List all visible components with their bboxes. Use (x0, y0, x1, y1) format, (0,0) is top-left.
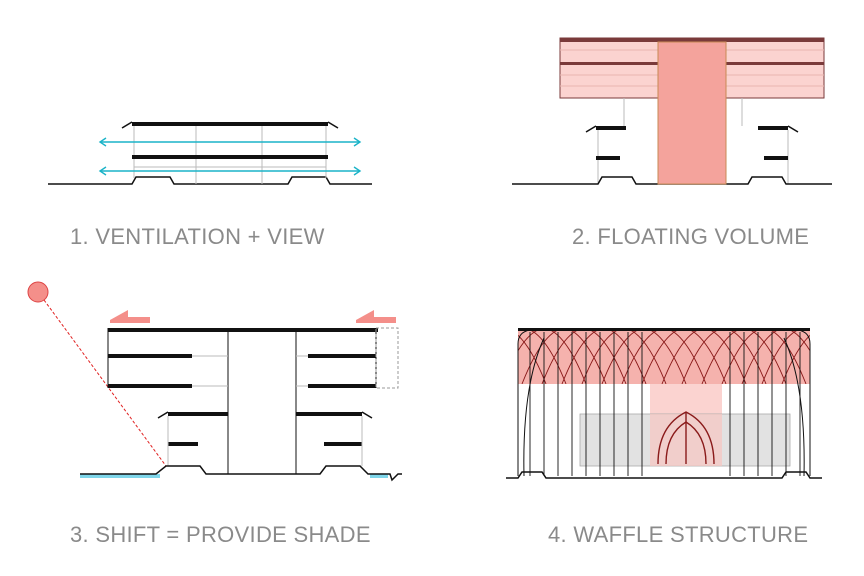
diagram-ventilation-view (48, 121, 372, 185)
roof-slab (132, 122, 328, 126)
floor-slab (132, 155, 328, 159)
sun-circle-icon (27, 281, 49, 303)
core-volume (657, 41, 727, 185)
ground-line (80, 465, 402, 482)
caption-shift-shade: 3. SHIFT = PROVIDE SHADE (70, 522, 371, 547)
waffle-band (518, 328, 810, 384)
ground-line (48, 176, 372, 185)
diagram-floating-volume (512, 37, 832, 185)
diagram-waffle-structure (506, 328, 822, 479)
caption-floating-volume: 2. FLOATING VOLUME (572, 224, 810, 249)
sun-ray (43, 299, 167, 467)
caption-ventilation-view: 1. VENTILATION + VIEW (70, 224, 325, 249)
caption-waffle-structure: 4. WAFFLE STRUCTURE (548, 522, 809, 547)
water (80, 474, 160, 478)
ground-line (506, 471, 822, 479)
diagram-shift-shade (27, 281, 402, 482)
double-arrow-icon (98, 137, 362, 176)
central-arch (657, 411, 715, 465)
waffle-columns (529, 332, 801, 476)
shift-arrow-icon (110, 310, 396, 323)
shifted-outline (375, 327, 399, 389)
